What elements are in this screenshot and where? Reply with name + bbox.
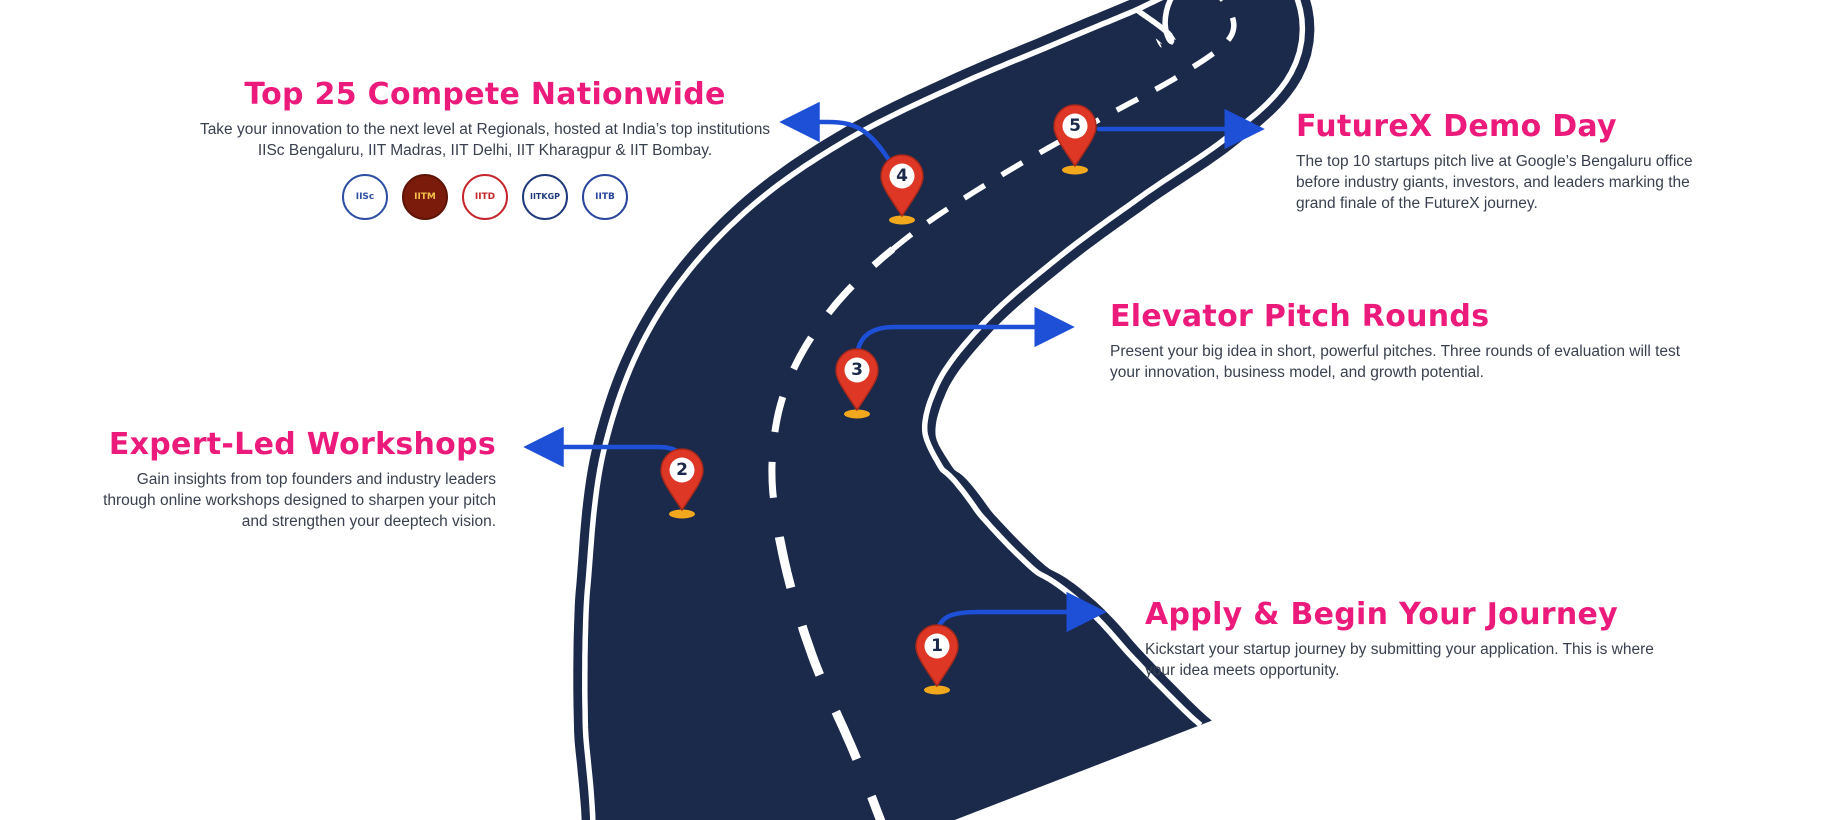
pin-number-circle bbox=[924, 633, 950, 659]
pin-base-shadow bbox=[844, 409, 870, 419]
logo-iisc-bengaluru: IISc bbox=[342, 173, 388, 220]
pin-base-shadow bbox=[924, 685, 950, 695]
milestone-3-description: Present your big idea in short, powerful… bbox=[1110, 343, 1681, 381]
milestone-2-description: Gain insights from top founders and indu… bbox=[103, 471, 496, 530]
milestone-5-title: FutureX Demo Day bbox=[1296, 109, 1617, 144]
pin-number: 1 bbox=[931, 636, 943, 656]
milestone-4-block: Top 25 Compete Nationwide Take your inno… bbox=[190, 78, 780, 220]
road-center-dash-bottom bbox=[768, 497, 886, 820]
arrow-to-milestone-1 bbox=[934, 591, 1107, 641]
map-pin-icon bbox=[880, 154, 924, 225]
milestone-2-block: Expert-Led Workshops Gain insights from … bbox=[86, 428, 496, 532]
pin-base-shadow bbox=[669, 509, 695, 519]
milestone-2-title: Expert-Led Workshops bbox=[108, 427, 496, 462]
logo-initials: IITKGP bbox=[529, 192, 561, 202]
milestone-5-description: The top 10 startups pitch live at Google… bbox=[1296, 153, 1693, 212]
milestone-3-title: Elevator Pitch Rounds bbox=[1110, 299, 1490, 334]
logo-iit-delhi: IITD bbox=[462, 173, 508, 220]
milestone-3-block: Elevator Pitch Rounds Present your big i… bbox=[1110, 300, 1710, 384]
milestone-pin-3: 3 bbox=[834, 348, 880, 420]
pin-number: 4 bbox=[896, 166, 908, 186]
pin-number: 3 bbox=[851, 360, 863, 380]
road-edge-line-left bbox=[582, 0, 1177, 820]
milestone-pin-1: 1 bbox=[914, 624, 960, 696]
logo-initials: IISc bbox=[355, 191, 375, 202]
milestone-4-title: Top 25 Compete Nationwide bbox=[244, 77, 726, 112]
logo-iit-bombay: IITB bbox=[582, 173, 628, 220]
pin-number-circle bbox=[1062, 113, 1088, 139]
milestone-4-description: Take your innovation to the next level a… bbox=[199, 121, 771, 159]
milestone-1-title: Apply & Begin Your Journey bbox=[1145, 597, 1618, 632]
pin-number: 2 bbox=[676, 460, 688, 480]
pin-number-circle bbox=[889, 163, 915, 189]
road-center-dash-middle bbox=[768, 246, 896, 499]
arrow-to-milestone-3 bbox=[854, 306, 1075, 363]
milestone-1-description: Kickstart your startup journey by submit… bbox=[1145, 641, 1654, 679]
milestone-pin-2: 2 bbox=[659, 448, 705, 520]
pin-number-circle bbox=[844, 357, 870, 383]
milestone-1-block: Apply & Begin Your Journey Kickstart you… bbox=[1145, 598, 1665, 682]
logo-iit-madras: IITM bbox=[402, 173, 448, 220]
pin-number-circle bbox=[669, 457, 695, 483]
logo-iit-kharagpur: IITKGP bbox=[522, 173, 568, 220]
map-pin-icon bbox=[1053, 104, 1097, 175]
logo-initials: IITM bbox=[414, 191, 436, 202]
pin-base-shadow bbox=[889, 215, 915, 225]
pin-base-shadow bbox=[1062, 165, 1088, 175]
map-pin-icon bbox=[835, 348, 879, 419]
institution-logos: IISc IITM IITD IITKGP IITB bbox=[190, 173, 780, 220]
pin-number: 5 bbox=[1069, 116, 1081, 136]
milestone-5-block: FutureX Demo Day The top 10 startups pit… bbox=[1296, 110, 1726, 214]
logo-initials: IITB bbox=[595, 191, 615, 202]
road-edge-line-right bbox=[921, 0, 1306, 728]
road-center-dash-top bbox=[891, 0, 1237, 252]
map-pin-icon bbox=[660, 448, 704, 519]
logo-initials: IITD bbox=[474, 191, 496, 202]
milestone-pin-5: 5 bbox=[1052, 104, 1098, 176]
milestone-pin-4: 4 bbox=[879, 154, 925, 226]
map-pin-icon bbox=[915, 624, 959, 695]
